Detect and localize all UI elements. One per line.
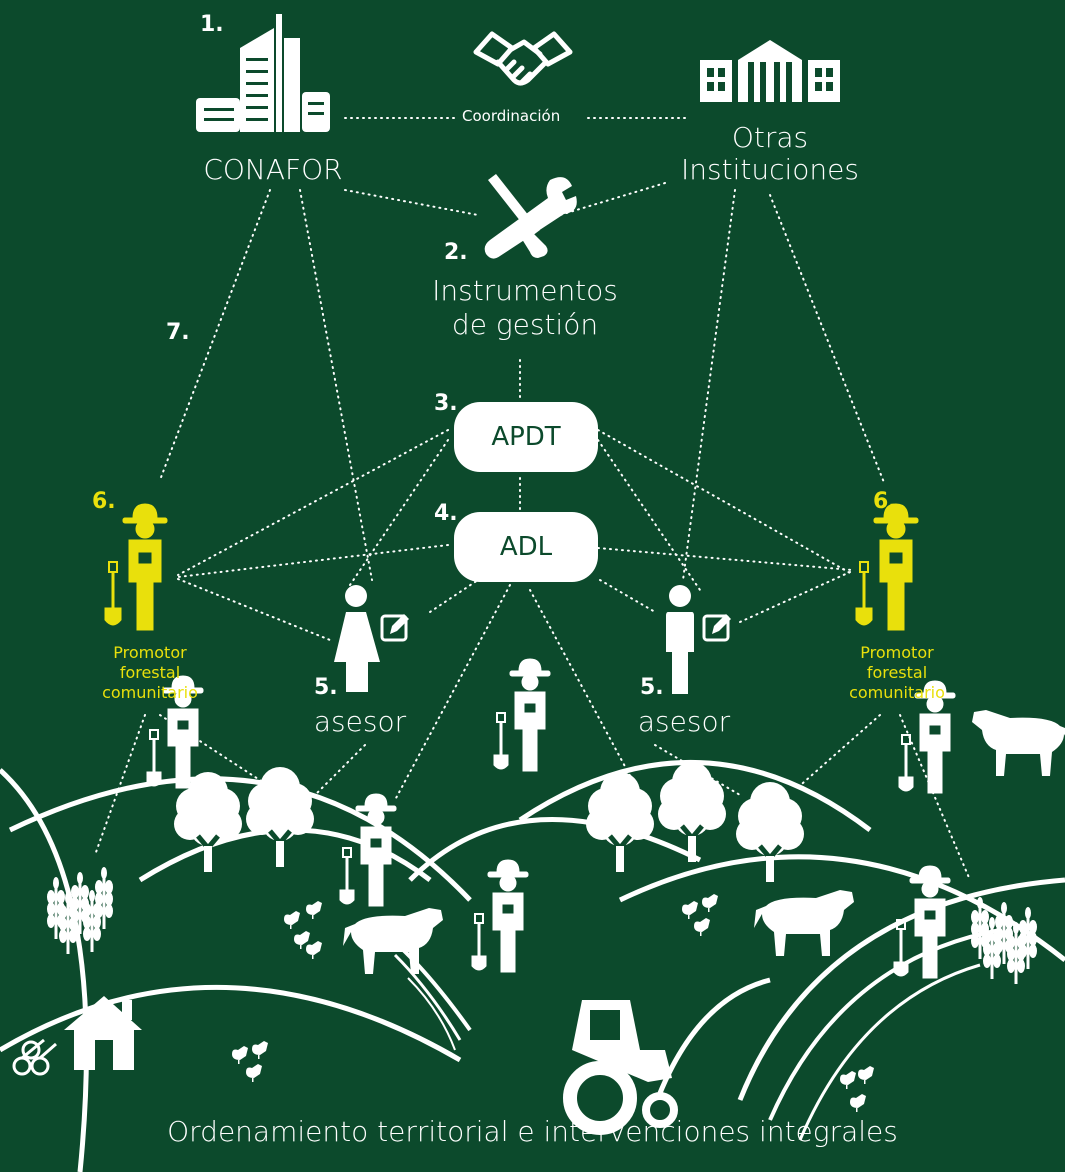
house-icon xyxy=(64,996,142,1070)
handshake-icon xyxy=(473,31,573,86)
institution-icon xyxy=(700,40,840,102)
instruments-number: 2. xyxy=(444,240,468,265)
advisor-right-label: asesor xyxy=(637,705,731,738)
advisor-left-icon xyxy=(334,585,409,692)
apdt-label: APDT xyxy=(491,422,561,452)
instruments-label-line2: de gestión xyxy=(451,308,599,341)
promotor-right-line3: comunitario xyxy=(849,683,945,702)
promotor-left-icon xyxy=(104,503,168,631)
conafor-number: 1. xyxy=(200,12,224,37)
adl-number: 4. xyxy=(434,501,458,526)
tractor-icon xyxy=(563,1000,678,1135)
other-institutions-label-line1: Otras xyxy=(731,121,809,154)
promotor-left-number: 6. xyxy=(92,489,116,514)
promotor-left-line1: Promotor xyxy=(113,643,187,662)
logs-icon xyxy=(12,1038,57,1076)
tools-icon xyxy=(484,174,577,259)
promotor-right-icon xyxy=(855,503,919,631)
promotor-right-line1: Promotor xyxy=(860,643,934,662)
conafor-label: CONAFOR xyxy=(203,153,343,186)
apdt-box xyxy=(454,402,598,472)
advisor-right-number: 5. xyxy=(640,675,664,700)
building-icon xyxy=(196,14,330,132)
instruments-label-line1: Instrumentos xyxy=(432,274,618,307)
tree-icon xyxy=(174,762,804,882)
footer-caption: Ordenamiento territorial e intervencione… xyxy=(167,1115,898,1148)
cow-icon xyxy=(343,710,1065,974)
coordination-label: Coordinación xyxy=(462,107,561,125)
other-institutions-label-line2: Instituciones xyxy=(681,153,859,186)
advisor-left-label: asesor xyxy=(313,705,407,738)
adl-label: ADL xyxy=(499,532,553,562)
advisor-left-number: 5. xyxy=(314,675,338,700)
wheat-icon xyxy=(47,867,1037,984)
apdt-number: 3. xyxy=(434,391,458,416)
promotor-left-line3: comunitario xyxy=(102,683,198,702)
promotor-right-number: 6. xyxy=(873,489,897,514)
adl-box xyxy=(454,512,598,582)
connector-lines xyxy=(94,117,971,881)
promotor-left-line2: forestal xyxy=(119,663,181,682)
advisor-right-icon xyxy=(666,585,731,694)
promotor-right-line2: forestal xyxy=(866,663,928,682)
link-7-number: 7. xyxy=(166,320,190,345)
